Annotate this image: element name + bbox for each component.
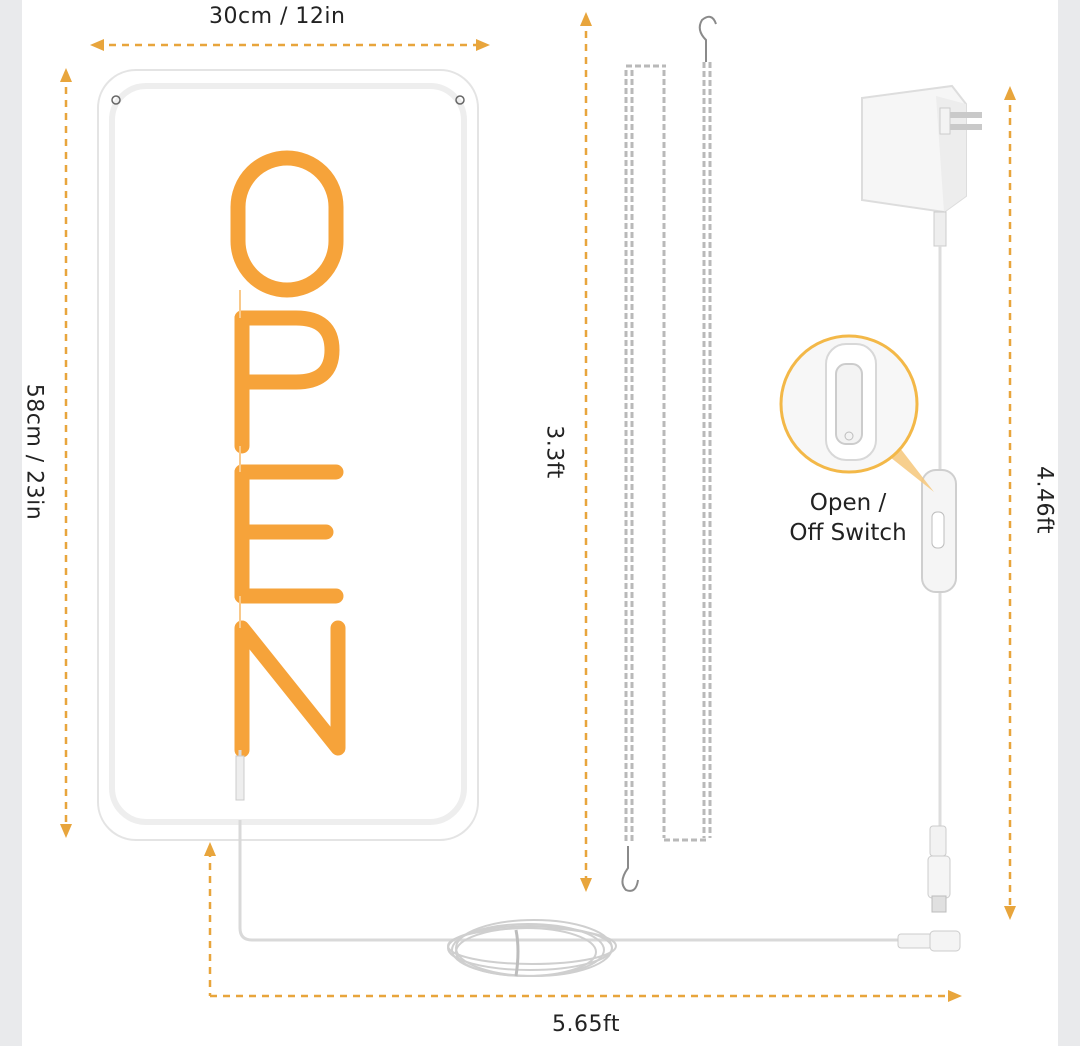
switch-zoom-callout (779, 334, 934, 492)
adapter-cable-length-label: 4.46ft (1031, 466, 1057, 534)
s-hook-icon (621, 15, 717, 892)
inline-switch-icon (921, 469, 957, 593)
power-adapter-icon (861, 84, 982, 247)
cable-sleeve (235, 755, 245, 801)
height-dimension-label: 58cm / 23in (21, 383, 47, 521)
hanging-chain-icon (624, 62, 712, 844)
chain-length-label: 3.3ft (541, 425, 567, 479)
switch-label-line1: Open / (809, 490, 887, 516)
cable-length-label: 5.65ft (552, 1012, 620, 1037)
acrylic-sign-panel (97, 69, 479, 841)
switch-label: Open / Off Switch (778, 488, 918, 548)
dimension-lines (64, 18, 1012, 998)
dimension-arrows (60, 12, 1016, 1002)
dc-plug-icon (897, 930, 961, 952)
width-dimension-label: 30cm / 12in (209, 4, 346, 29)
adapter-dc-plug (927, 825, 951, 913)
switch-label-line2: Off Switch (789, 520, 907, 546)
neon-open-letters (230, 150, 346, 758)
cable-coil-icon (447, 919, 617, 977)
